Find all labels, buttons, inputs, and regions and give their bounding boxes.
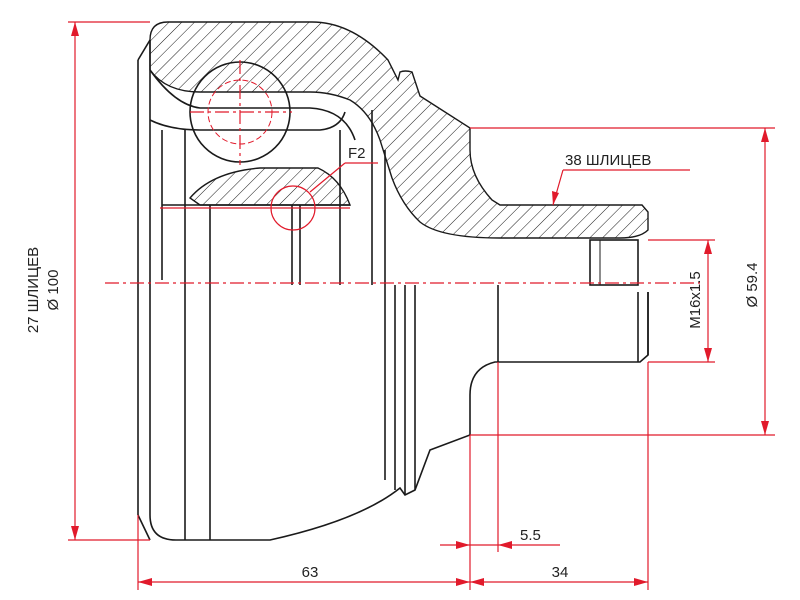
arrow-100-top <box>71 22 79 36</box>
cage-arc-upper <box>149 69 356 141</box>
arrow-63-right <box>456 578 470 586</box>
arrow-m16-bottom <box>704 348 712 362</box>
housing-flange-bottom <box>137 514 151 541</box>
cage-arc-lower <box>149 111 346 131</box>
housing-lower-outline <box>149 290 649 541</box>
dimension-layer <box>68 21 775 590</box>
label-thread: M16x1.5 <box>687 271 704 329</box>
arrow-38 <box>552 191 559 205</box>
arrow-5-5-left <box>456 541 470 549</box>
arrow-59-top <box>761 128 769 142</box>
label-38-splines: 38 ШЛИЦЕВ <box>565 152 651 169</box>
joint-body <box>137 21 649 541</box>
arrow-m16-top <box>704 240 712 254</box>
arrow-34-right <box>634 578 648 586</box>
label-34: 34 <box>552 564 569 581</box>
arrow-59-bottom <box>761 421 769 435</box>
leader-f2 <box>309 162 346 193</box>
arrow-34-left <box>470 578 484 586</box>
inner-race-section <box>188 167 352 206</box>
arrow-100-bottom <box>71 526 79 540</box>
thread-end <box>589 239 639 286</box>
housing-flange-top <box>137 39 151 61</box>
label-63: 63 <box>302 564 319 581</box>
label-diameter-59-4: Ø 59.4 <box>744 262 761 307</box>
label-27-splines: 27 ШЛИЦЕВ <box>25 247 42 333</box>
label-5-5: 5.5 <box>520 527 541 544</box>
labels: 27 ШЛИЦЕВ Ø 100 38 ШЛИЦЕВ M16x1.5 Ø 59.4… <box>25 145 761 581</box>
label-diameter-100: Ø 100 <box>45 270 62 311</box>
arrow-5-5-right <box>498 541 512 549</box>
arrow-63-left <box>138 578 152 586</box>
label-f2: F2 <box>348 145 366 162</box>
ball-pitch-circle <box>207 79 273 145</box>
